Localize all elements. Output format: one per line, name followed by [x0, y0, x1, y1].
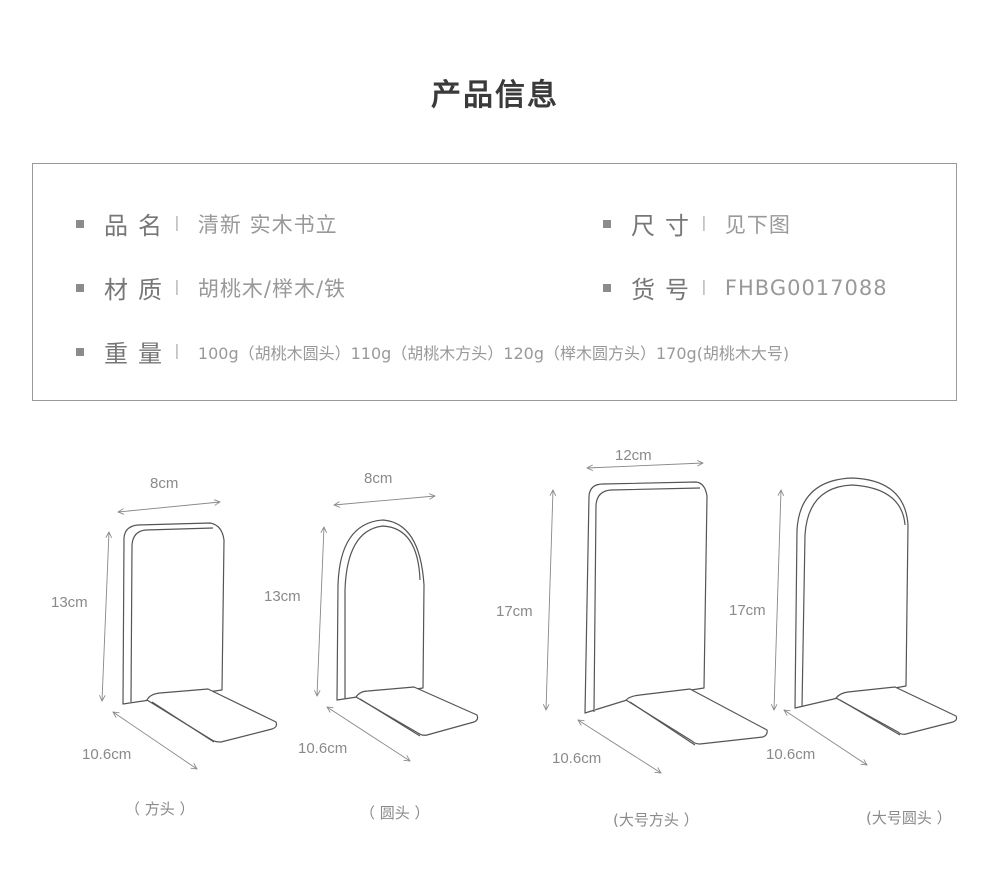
bookend-round-small [336, 519, 479, 737]
info-label: 货号 [631, 276, 699, 304]
info-row-name: 品名 I 清新 实木书立 [76, 206, 338, 241]
dim-label-depth: 10.6cm [766, 746, 815, 763]
separator: I [174, 339, 180, 364]
info-value: FHBG0017088 [724, 275, 888, 300]
dim-arrow-height [317, 527, 324, 696]
info-value: 100g（胡桃木圆头）110g（胡桃木方头）120g（榉木圆方头）170g(胡桃… [197, 343, 790, 363]
dim-label-height: 13cm [51, 594, 88, 611]
info-row-size: 尺寸 I 见下图 [603, 206, 791, 241]
info-row-weight: 重量 I 100g（胡桃木圆头）110g（胡桃木方头）120g（榉木圆方头）17… [76, 334, 789, 369]
bullet-icon [76, 283, 84, 292]
dim-label-depth: 10.6cm [552, 750, 601, 767]
info-value: 胡桃木/榉木/铁 [197, 276, 347, 301]
dim-arrow-depth [784, 710, 867, 765]
bullet-icon [76, 219, 84, 228]
separator: I [174, 211, 180, 236]
info-label: 重量 [104, 340, 172, 368]
bookend-square-small [122, 522, 278, 743]
info-label: 品名 [104, 212, 172, 240]
separator: I [701, 275, 707, 300]
dim-arrow-depth [113, 712, 197, 769]
info-row-material: 材质 I 胡桃木/榉木/铁 [76, 270, 346, 305]
dim-label-width: 12cm [615, 447, 652, 464]
bullet-icon [76, 347, 84, 356]
info-row-sku: 货号 I FHBG0017088 [603, 270, 888, 305]
dim-label-depth: 10.6cm [298, 740, 347, 757]
dim-label-height: 17cm [729, 602, 766, 619]
separator: I [701, 211, 707, 236]
dim-arrow-height [102, 532, 109, 701]
bookend-square-large [584, 481, 768, 746]
dim-arrow-width [587, 463, 703, 468]
caption-round-small: （ 圆头 ） [360, 804, 430, 822]
dim-arrow-depth [578, 720, 661, 773]
dim-arrow-height [546, 490, 553, 710]
dim-arrow-width [118, 502, 220, 512]
info-label: 尺寸 [631, 212, 699, 240]
caption-round-large: (大号圆头 ） [866, 809, 952, 827]
info-value: 清新 实木书立 [197, 212, 338, 237]
info-label: 材质 [104, 276, 172, 304]
caption-square-large: (大号方头 ） [613, 811, 699, 829]
dim-label-width: 8cm [150, 475, 178, 492]
dim-arrow-width [334, 496, 435, 505]
dim-label-height: 13cm [264, 588, 301, 605]
info-value: 见下图 [724, 212, 791, 237]
dim-label-depth: 10.6cm [82, 746, 131, 763]
dim-label-width: 8cm [364, 470, 392, 487]
bullet-icon [603, 283, 611, 292]
separator: I [174, 275, 180, 300]
bookend-round-large [794, 477, 958, 736]
dim-arrow-height [774, 490, 781, 710]
bullet-icon [603, 219, 611, 228]
dim-label-height: 17cm [496, 603, 533, 620]
page-title: 产品信息 [431, 78, 559, 113]
dim-arrow-depth [327, 707, 410, 761]
caption-square-small: （ 方头 ） [125, 800, 195, 818]
product-info-box: 品名 I 清新 实木书立 尺寸 I 见下图 材质 I 胡桃木/榉木/铁 货号 I… [32, 163, 957, 401]
